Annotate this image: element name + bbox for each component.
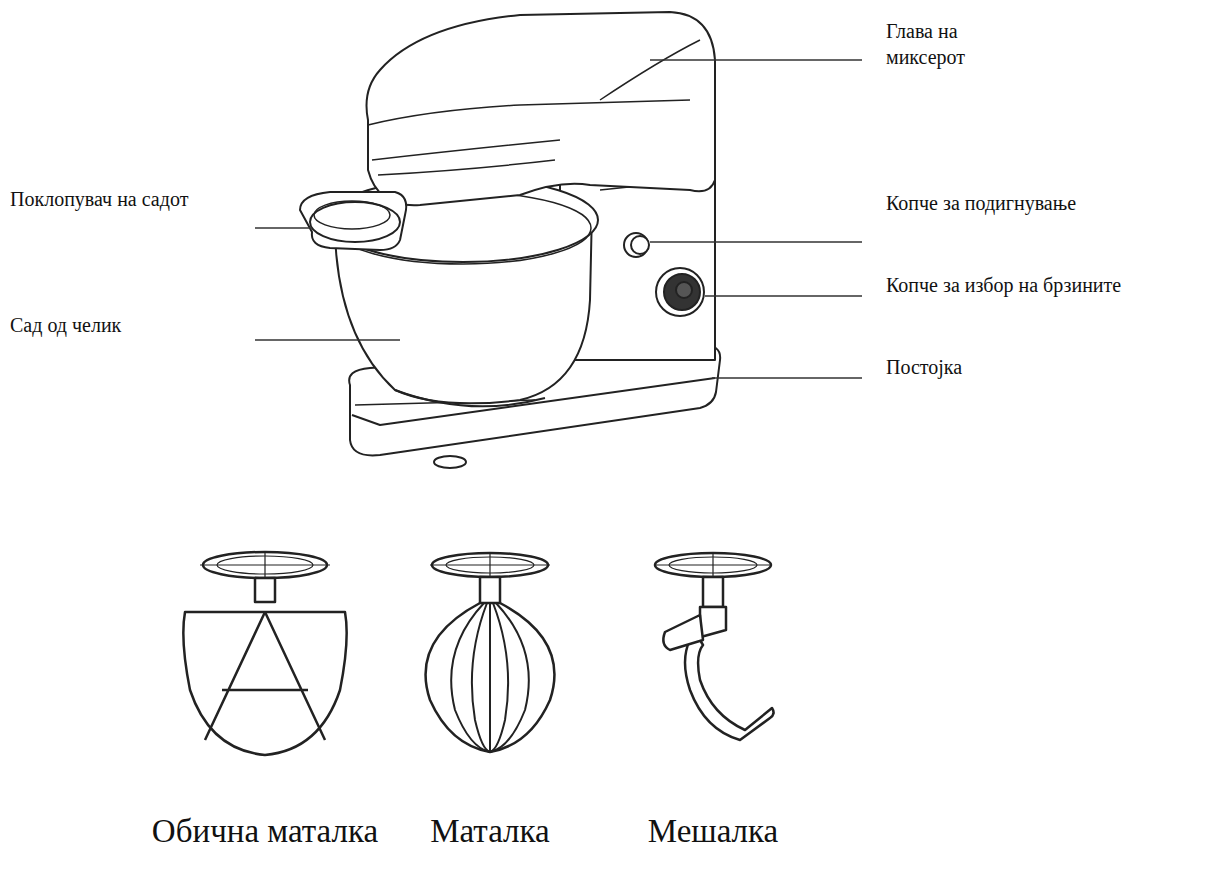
part-label: Копче за избор на брзините xyxy=(886,272,1211,298)
part-label: Глава на миксерот xyxy=(886,18,1016,70)
part-label: Поклопувач на садот xyxy=(10,186,210,212)
attachment-caption: Обична маталка xyxy=(152,812,378,852)
part-label: Постојка xyxy=(886,354,1186,380)
part-label: Сад од челик xyxy=(10,312,210,338)
attachment-caption: Маталка xyxy=(430,812,550,852)
attachment-caption: Мешалка xyxy=(648,812,779,852)
part-label: Копче за подигнување xyxy=(886,190,1206,216)
